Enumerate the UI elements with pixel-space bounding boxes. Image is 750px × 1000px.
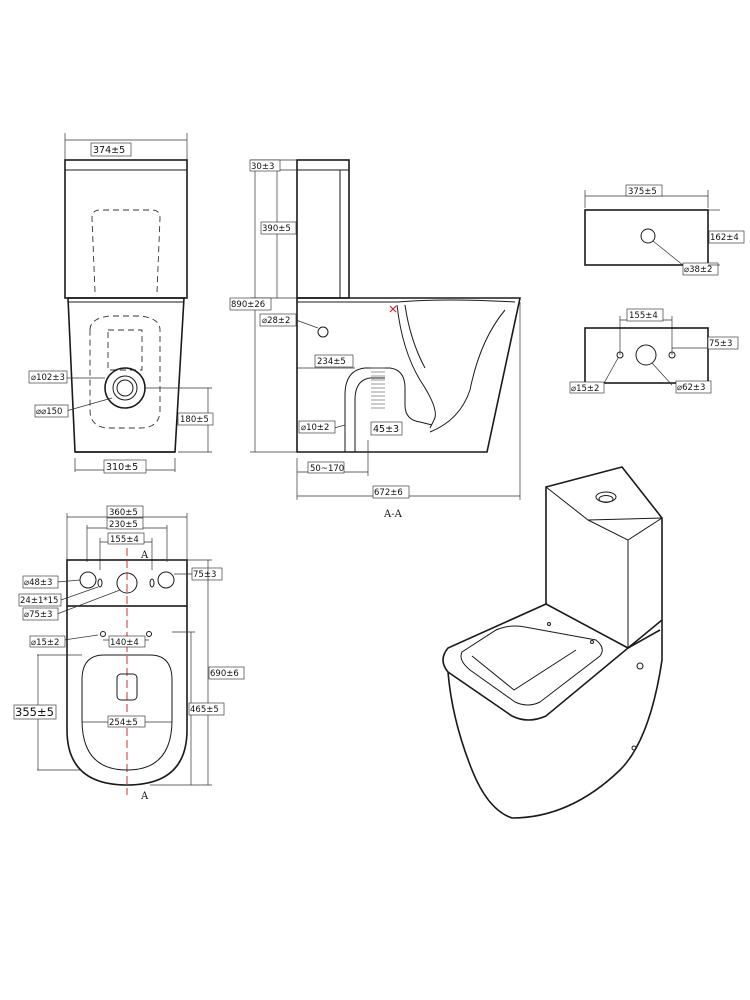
tank-base-view: 155±4 75±3 ⌀15±2 ⌀62±3	[569, 308, 739, 394]
dim-lid-thickness: 30±3	[251, 162, 274, 172]
dim-outlet-dia2: ⌀⌀150	[36, 407, 62, 417]
dim-plan-edge-offset: 75±3	[193, 570, 216, 580]
dim-plan-outer-width: 360±5	[109, 508, 138, 518]
dim-plan-bowl-width: 254±5	[109, 718, 138, 728]
dim-plan-bolt-dia: ⌀48±3	[24, 578, 52, 588]
dim-tank-height: 390±5	[262, 224, 291, 234]
dim-plan-total-depth: 690±6	[210, 669, 239, 679]
section-label: A-A	[383, 509, 403, 520]
dim-outlet-height: 180±5	[180, 415, 209, 425]
front-view: 374±5 310±5 ⌀102±3 ⌀⌀150 180±	[28, 133, 214, 474]
dim-inlet-dia: ⌀28±2	[262, 316, 290, 326]
dim-base-small-hole: ⌀15±2	[571, 384, 599, 394]
dim-outlet-gap: 45±3	[373, 424, 399, 435]
dim-base-center-hole: ⌀62±3	[677, 383, 705, 393]
dim-offset-range: 50~170	[310, 464, 344, 474]
dim-plan-front-depth: 465±5	[190, 705, 219, 715]
dim-base-edge-offset: 75±3	[709, 339, 732, 349]
dim-tank-hole: ⌀38±2	[684, 265, 712, 275]
dim-plan-mid-width: 230±5	[109, 520, 138, 530]
isometric-view	[442, 466, 663, 819]
dim-plan-slot: 24±1*15	[20, 596, 58, 606]
dim-outlet-dia: ⌀102±3	[31, 373, 65, 383]
dim-trap-width: 234±5	[317, 357, 346, 367]
section-view: ⌀28±2 30±3 390±5 890±26 234±5 ⌀10±2 45±3…	[229, 159, 521, 520]
dim-total-length: 672±6	[374, 488, 403, 498]
section-mark-bottom: A	[140, 791, 149, 802]
dim-front-base-width: 310±5	[106, 462, 138, 473]
dim-side-dia: ⌀10±2	[301, 423, 329, 433]
plan-view: 360±5 230±5 155±4 A A ⌀48±3 24±1*15 ⌀75±…	[13, 505, 245, 802]
tank-top-view: 375±5 ⌀38±2 162±4	[584, 184, 745, 276]
dim-plan-center-dia: ⌀75±3	[24, 610, 52, 620]
dim-plan-hole-spacing: 155±4	[110, 535, 139, 545]
dim-plan-bowl-depth: 355±5	[15, 705, 54, 719]
dim-tank-depth: 162±4	[710, 233, 739, 243]
dim-plan-fix-hole: ⌀15±2	[31, 638, 59, 648]
dim-base-hole-spacing: 155±4	[629, 311, 658, 321]
dim-tank-width: 375±5	[628, 187, 657, 197]
section-mark-top: A	[140, 550, 149, 561]
dim-front-top-width: 374±5	[93, 145, 125, 156]
dim-total-height: 890±26	[231, 300, 265, 310]
dim-plan-fix-spacing: 140±4	[110, 638, 139, 648]
